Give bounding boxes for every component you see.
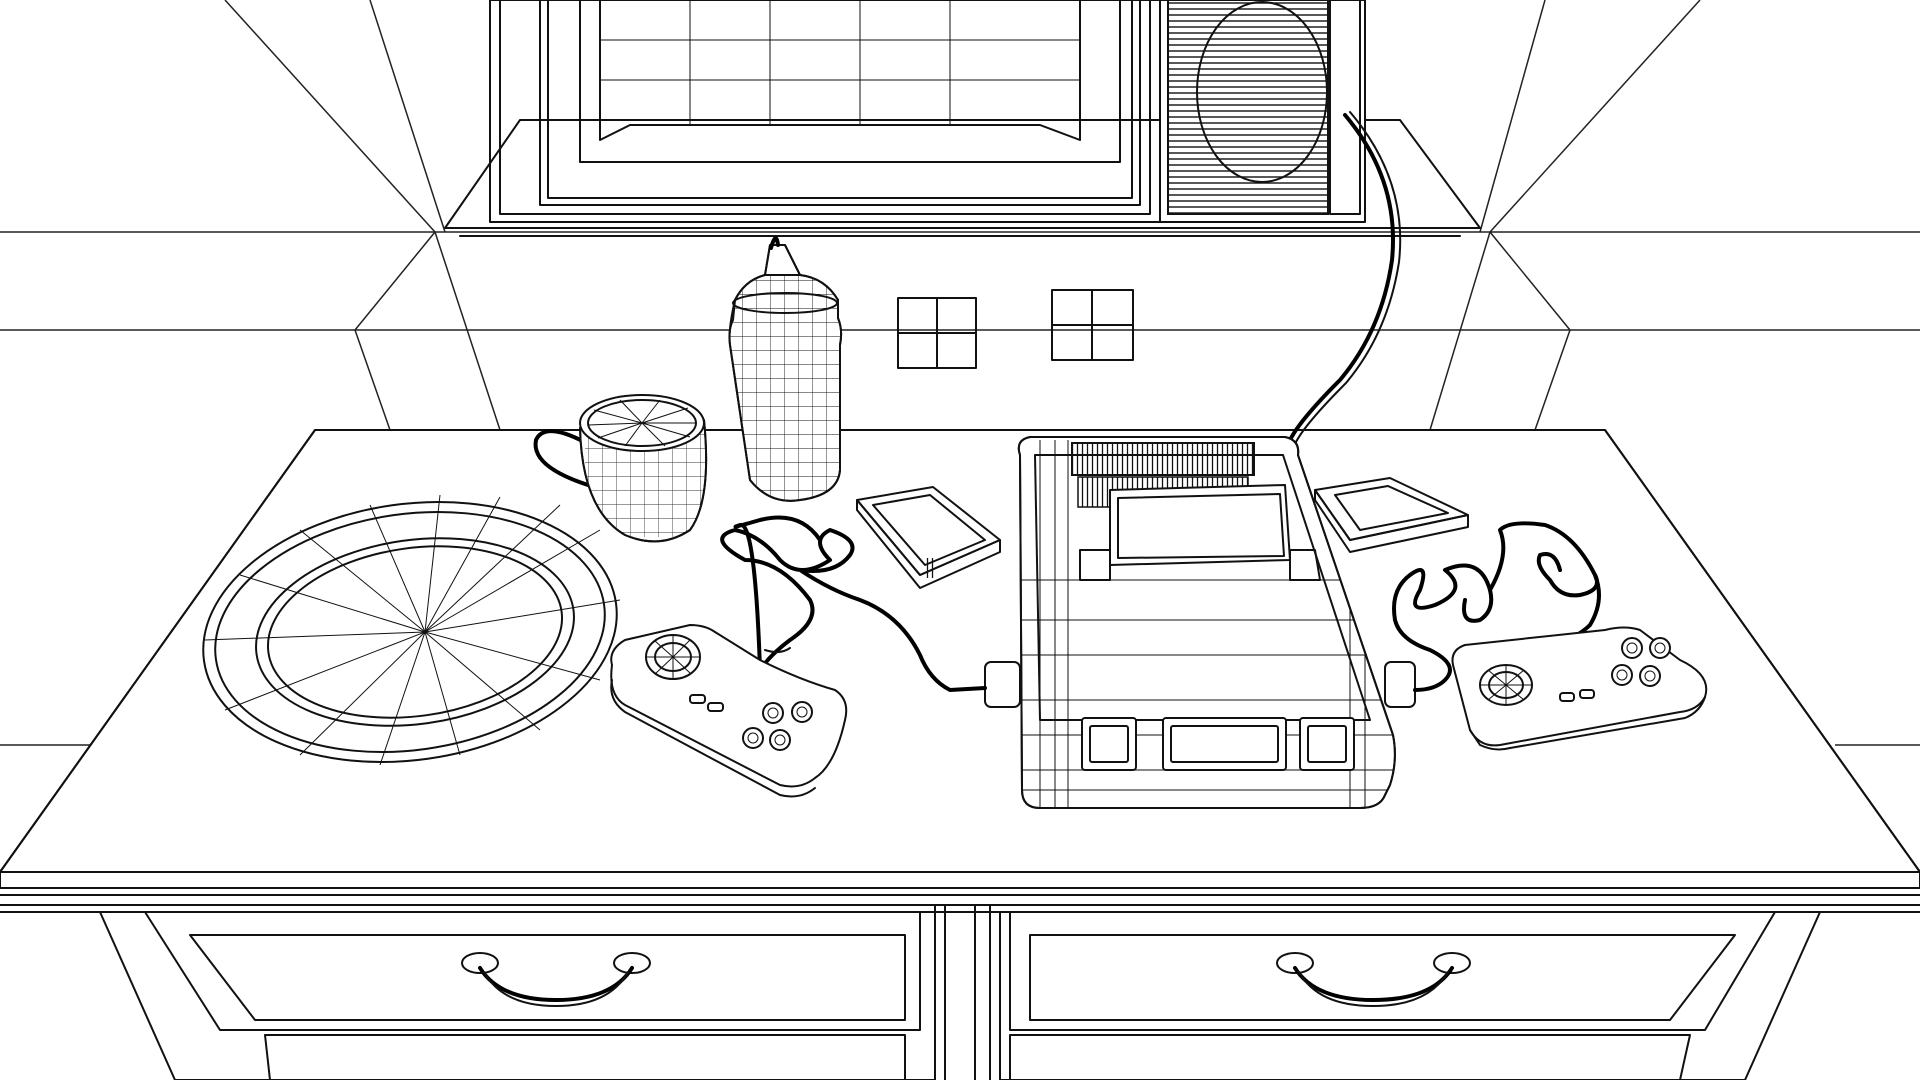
controller-cable: [720, 515, 987, 692]
retro-game-console: [984, 436, 1416, 809]
game-controller: [610, 624, 848, 798]
wall-tiles: [0, 0, 1920, 746]
mug: [533, 394, 708, 543]
wall-outlets: [897, 289, 1134, 369]
game-cartridge: [1314, 477, 1469, 553]
speaker: [1159, 0, 1366, 223]
cabinet-drawers: [0, 904, 1920, 1080]
drawer-handles: [461, 952, 1471, 1007]
oval-plate: [202, 494, 621, 766]
power-cable: [1288, 111, 1402, 443]
squeeze-bottle: [728, 236, 843, 502]
game-cartridge: [856, 486, 1001, 589]
game-controller: [1451, 626, 1708, 751]
